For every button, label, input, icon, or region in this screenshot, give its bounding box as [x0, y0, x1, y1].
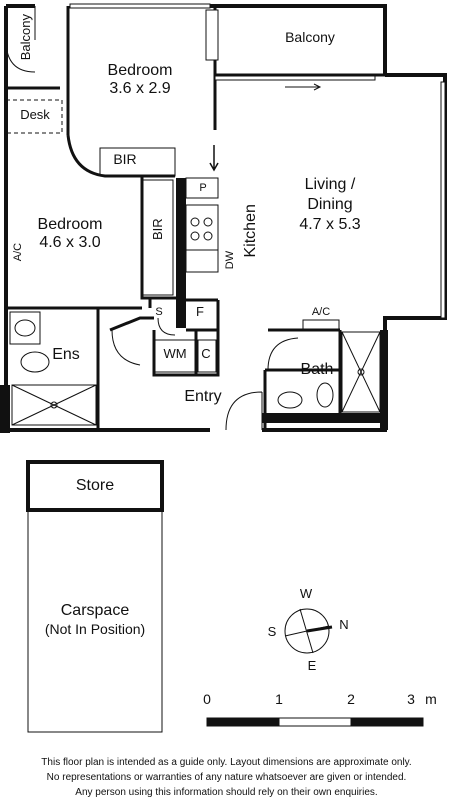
entry-label: Entry: [184, 388, 222, 405]
disclaimer-line-3: Any person using this information should…: [75, 787, 378, 798]
s-label: S: [155, 306, 163, 318]
bedroom2-name: Bedroom: [37, 216, 103, 233]
balcony-top-label: Balcony: [285, 29, 335, 45]
living-size: 4.7 x 5.3: [299, 216, 361, 233]
scale-tick-1: 1: [275, 691, 283, 707]
store-label: Store: [75, 477, 115, 494]
compass-e: E: [307, 658, 317, 673]
bir-side-label: BIR: [149, 218, 165, 240]
living-name2: Dining: [307, 196, 353, 213]
kitchen-label: Kitchen: [242, 204, 260, 258]
bir-top-label: BIR: [113, 151, 137, 167]
scale-tick-0: 0: [203, 691, 211, 707]
entry-door-arc: [225, 391, 263, 431]
bedroom1-size: 3.6 x 2.9: [109, 80, 171, 97]
bir-top-box: [99, 147, 176, 177]
scale-tick-2: 2: [347, 691, 355, 707]
ens-door-arc: [111, 329, 141, 366]
carspace-box: [27, 509, 163, 733]
disclaimer-line-2: No representations or warranties of any …: [46, 772, 407, 783]
compass-rose: [284, 608, 333, 654]
kitchen-fixtures: [154, 177, 219, 373]
desk-label: Desk: [20, 107, 50, 122]
entry-arrow: [209, 145, 219, 172]
c-label: C: [201, 346, 211, 361]
compass-w: W: [299, 586, 313, 601]
scale-bar: [206, 717, 424, 727]
compass-s: S: [267, 624, 277, 639]
bedroom2-size: 4.6 x 3.0: [39, 234, 101, 251]
dishwasher-label: DW: [223, 250, 236, 270]
fridge-label: F: [196, 304, 204, 319]
bath-label: Bath: [300, 361, 334, 378]
balcony-door-arc: [5, 6, 36, 73]
sliding-arrow: [285, 83, 322, 91]
ac-left-label: A/C: [11, 242, 24, 262]
compass-n: N: [339, 617, 349, 632]
scale-unit: m: [425, 691, 437, 707]
interior-walls: [6, 6, 385, 430]
kitchen-wall: [176, 178, 186, 328]
bir-side-box: [142, 179, 174, 296]
pantry-label: P: [199, 182, 207, 194]
desk-dashed: [5, 99, 63, 134]
balcony-left-label: Balcony: [17, 14, 33, 61]
bath-door-arc: [267, 337, 299, 371]
carspace-note: (Not In Position): [44, 621, 146, 637]
windows: [69, 3, 446, 319]
bath-fixtures: [277, 319, 381, 413]
living-name: Living /: [304, 176, 356, 193]
wm-label: WM: [163, 346, 187, 361]
bath-bottom-wall: [262, 413, 386, 423]
ensuite-fixtures: [9, 311, 97, 426]
carspace-label: Carspace: [60, 602, 130, 619]
disclaimer-line-1: This floor plan is intended as a guide o…: [41, 757, 412, 768]
kitchen-door-arc: [157, 317, 176, 336]
wall-block-right: [380, 330, 388, 430]
bedroom1-name: Bedroom: [107, 62, 173, 79]
ac-bath-label: A/C: [311, 306, 331, 318]
ensuite-label: Ens: [52, 346, 80, 363]
wall-block-left: [0, 385, 10, 433]
scale-tick-3: 3: [407, 691, 415, 707]
